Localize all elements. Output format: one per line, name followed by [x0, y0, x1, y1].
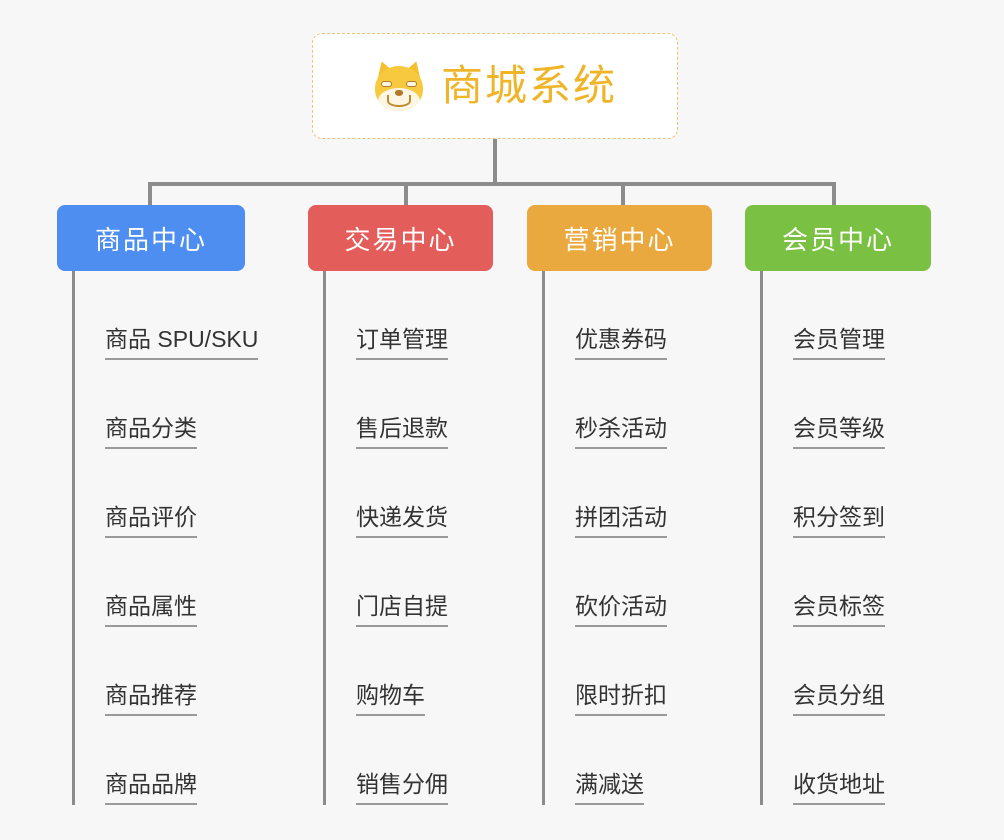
leaf-item[interactable]: 商品评价 [75, 449, 245, 538]
leaf-label: 砍价活动 [575, 593, 667, 627]
leaf-label: 收货地址 [793, 771, 885, 805]
leaf-item[interactable]: 秒杀活动 [545, 360, 712, 449]
category-column-4: 会员中心 会员管理 会员等级 积分签到 会员标签 会员分组 收货地址 [745, 205, 931, 805]
leaf-list-2: 订单管理 售后退款 快递发货 门店自提 购物车 销售分佣 [323, 271, 493, 805]
leaf-item[interactable]: 商品品牌 [75, 716, 245, 805]
category-header-2[interactable]: 交易中心 [308, 205, 493, 271]
leaf-item[interactable]: 优惠券码 [545, 271, 712, 360]
leaf-label: 销售分佣 [356, 771, 448, 805]
leaf-label: 售后退款 [356, 415, 448, 449]
category-column-3: 营销中心 优惠券码 秒杀活动 拼团活动 砍价活动 限时折扣 满减送 [527, 205, 712, 805]
leaf-item[interactable]: 会员标签 [763, 538, 931, 627]
leaf-item[interactable]: 门店自提 [326, 538, 493, 627]
category-column-1: 商品中心 商品 SPU/SKU 商品分类 商品评价 商品属性 商品推荐 商品品牌 [57, 205, 259, 805]
leaf-label: 会员等级 [793, 415, 885, 449]
leaf-label: 购物车 [356, 682, 425, 716]
leaf-item[interactable]: 满减送 [545, 716, 712, 805]
root-title: 商城系统 [440, 62, 617, 109]
root-node[interactable]: 商城系统 [312, 33, 678, 139]
leaf-item[interactable]: 快递发货 [326, 449, 493, 538]
leaf-item[interactable]: 限时折扣 [545, 627, 712, 716]
leaf-item[interactable]: 会员等级 [763, 360, 931, 449]
leaf-item[interactable]: 会员分组 [763, 627, 931, 716]
connector-stem [493, 139, 497, 184]
leaf-label: 商品 SPU/SKU [105, 326, 259, 360]
leaf-item[interactable]: 商品推荐 [75, 627, 245, 716]
connector-bus [148, 182, 836, 186]
leaf-item[interactable]: 积分签到 [763, 449, 931, 538]
leaf-label: 商品品牌 [105, 771, 197, 805]
leaf-item[interactable]: 订单管理 [326, 271, 493, 360]
leaf-item[interactable]: 购物车 [326, 627, 493, 716]
leaf-label: 会员分组 [793, 682, 885, 716]
leaf-label: 会员标签 [793, 593, 885, 627]
shiba-dog-icon [373, 58, 425, 112]
leaf-label: 秒杀活动 [575, 415, 667, 449]
leaf-list-4: 会员管理 会员等级 积分签到 会员标签 会员分组 收货地址 [760, 271, 931, 805]
leaf-label: 商品属性 [105, 593, 197, 627]
leaf-label: 门店自提 [356, 593, 448, 627]
category-column-2: 交易中心 订单管理 售后退款 快递发货 门店自提 购物车 销售分佣 [308, 205, 493, 805]
leaf-item[interactable]: 商品分类 [75, 360, 245, 449]
leaf-item[interactable]: 拼团活动 [545, 449, 712, 538]
category-header-3[interactable]: 营销中心 [527, 205, 712, 271]
category-header-4[interactable]: 会员中心 [745, 205, 931, 271]
leaf-label: 商品推荐 [105, 682, 197, 716]
leaf-label: 优惠券码 [575, 326, 667, 360]
leaf-label: 满减送 [575, 771, 644, 805]
leaf-item[interactable]: 销售分佣 [326, 716, 493, 805]
connector-drop-2 [404, 182, 408, 207]
leaf-label: 限时折扣 [575, 682, 667, 716]
leaf-item[interactable]: 商品 SPU/SKU [75, 271, 259, 360]
leaf-item[interactable]: 砍价活动 [545, 538, 712, 627]
leaf-item[interactable]: 售后退款 [326, 360, 493, 449]
leaf-item[interactable]: 收货地址 [763, 716, 931, 805]
leaf-label: 快递发货 [356, 504, 448, 538]
connector-drop-3 [621, 182, 625, 207]
leaf-label: 订单管理 [356, 326, 448, 360]
category-header-1[interactable]: 商品中心 [57, 205, 245, 271]
connector-drop-4 [832, 182, 836, 207]
connector-drop-1 [148, 182, 152, 207]
leaf-item[interactable]: 商品属性 [75, 538, 245, 627]
leaf-label: 商品评价 [105, 504, 197, 538]
leaf-label: 积分签到 [793, 504, 885, 538]
leaf-list-1: 商品 SPU/SKU 商品分类 商品评价 商品属性 商品推荐 商品品牌 [72, 271, 259, 805]
leaf-item[interactable]: 会员管理 [763, 271, 931, 360]
leaf-label: 商品分类 [105, 415, 197, 449]
leaf-list-3: 优惠券码 秒杀活动 拼团活动 砍价活动 限时折扣 满减送 [542, 271, 712, 805]
leaf-label: 会员管理 [793, 326, 885, 360]
leaf-label: 拼团活动 [575, 504, 667, 538]
